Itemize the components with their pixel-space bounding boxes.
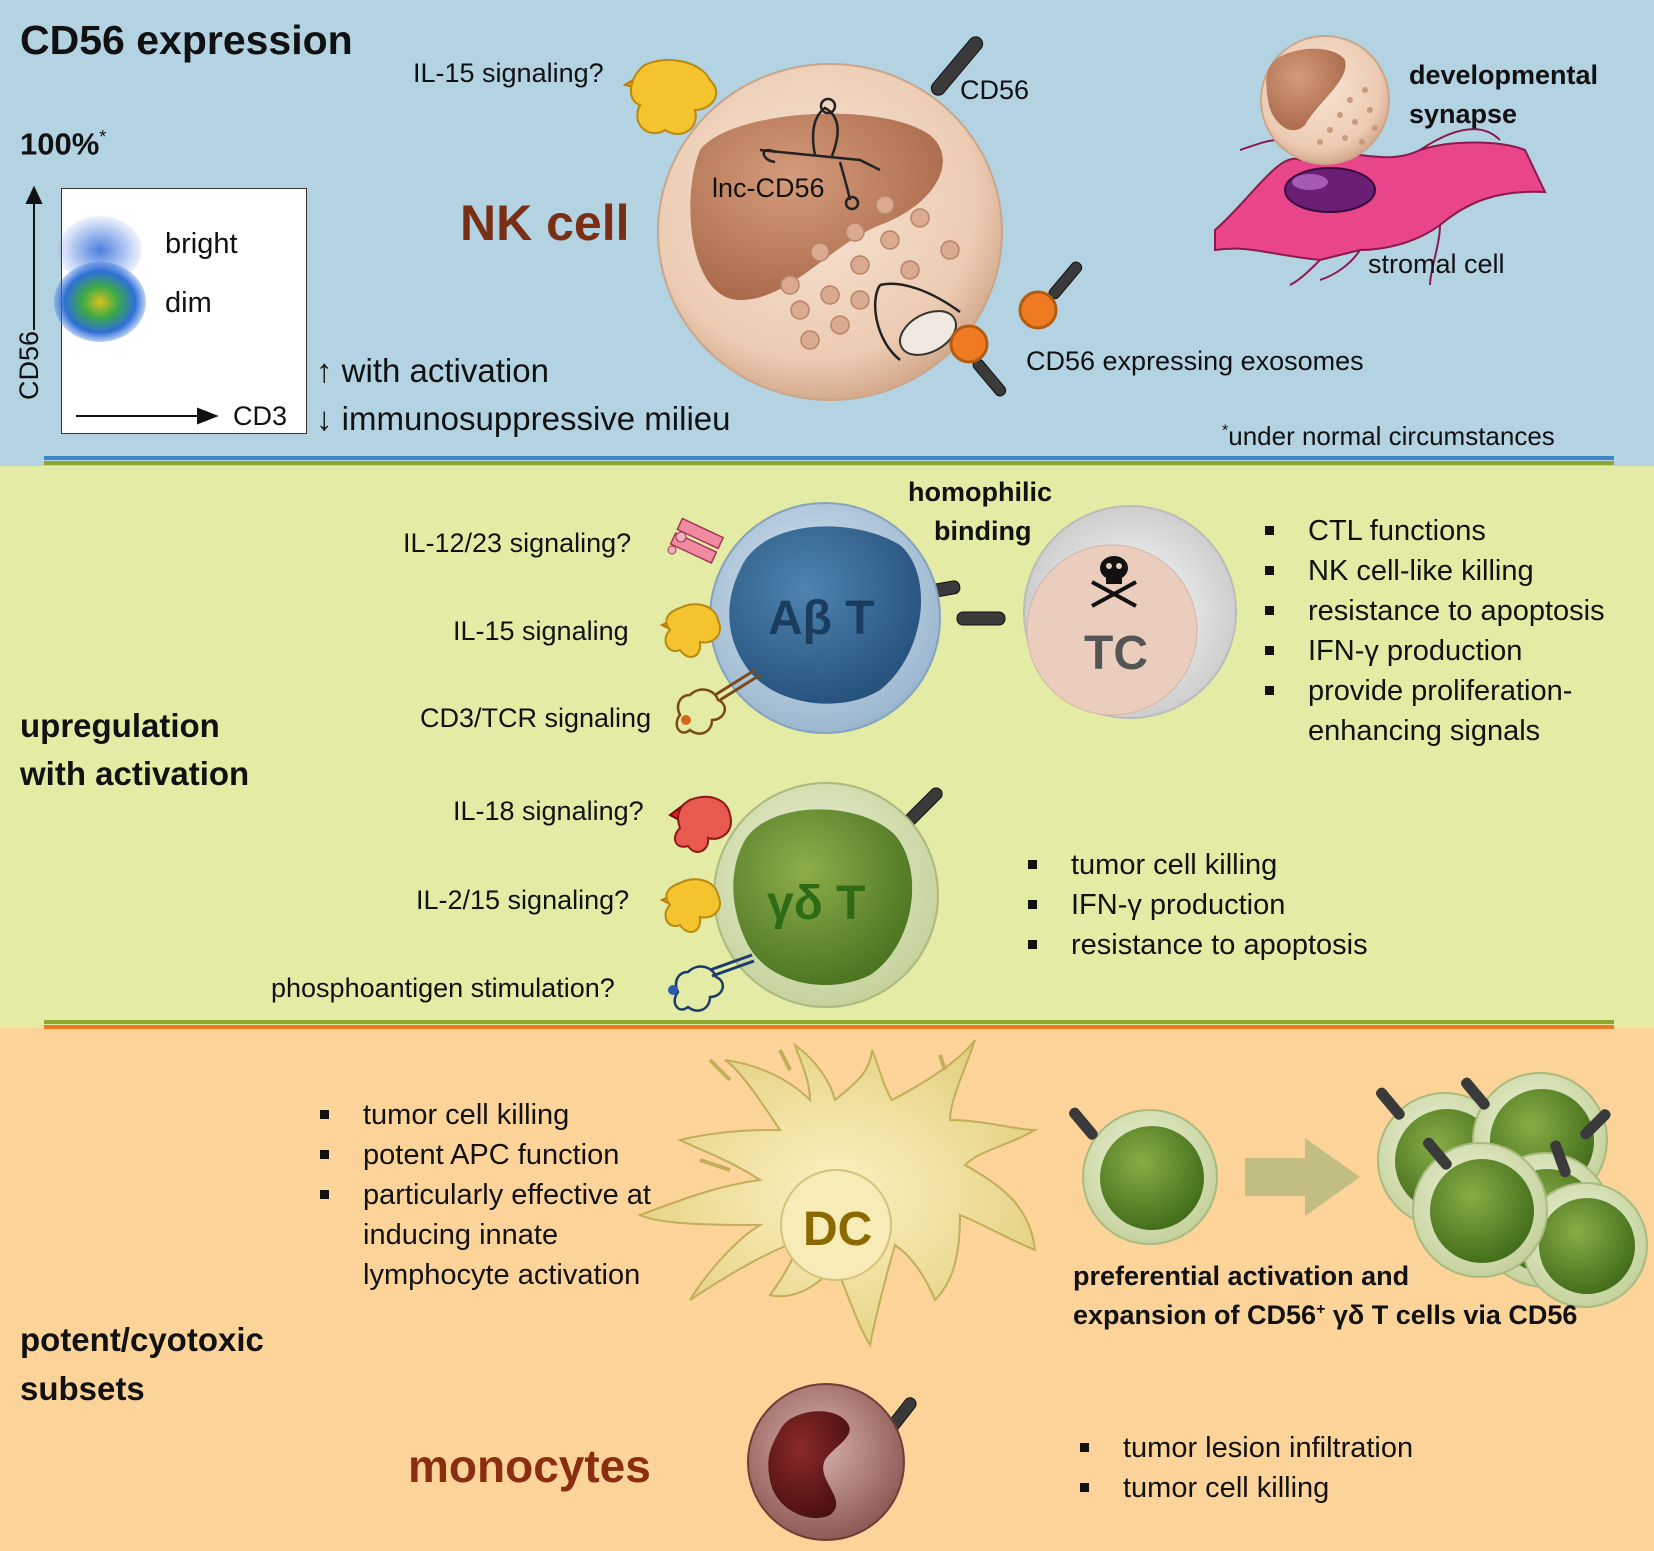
mono-function-item: tumor lesion infiltration [1075,1428,1413,1468]
stromal-cell-label: stromal cell [1368,249,1505,279]
section-label-upregulation-1: upregulation [20,707,220,744]
expansion-arrow [1245,1138,1360,1216]
ab-function-item: resistance to apoptosis [1260,591,1605,631]
separator-orange [44,1025,1614,1029]
expansion-label-2: expansion of CD56+ γδ T cells via CD56 [1073,1302,1577,1329]
il18-label: IL-18 signaling? [453,796,644,826]
exosomes-label: CD56 expressing exosomes [1026,346,1364,376]
il215-label: IL-2/15 signaling? [416,885,630,915]
footnote-mark: * [1222,422,1229,440]
synapse-nk-cell [1260,35,1390,165]
homophilic-label-2: binding [934,516,1032,546]
dc-label: DC [803,1203,873,1256]
expansion-label-2a: expansion of CD56 [1073,1300,1317,1330]
ab-t-functions: CTL functions NK cell-like killing resis… [1260,511,1605,751]
phosphoantigen-label: phosphoantigen stimulation? [271,973,615,1003]
cd56-label: CD56 [960,75,1030,105]
percent-footnote-mark: * [99,127,107,147]
percent-label: 100%* [20,128,106,159]
tumor-cell [1023,505,1237,719]
il15-question-label: IL-15 signaling? [413,58,604,88]
separator-green [44,461,1614,465]
gd-t-cell-label: γδ T [767,877,866,930]
homophilic-label-1: homophilic [908,477,1052,507]
synapse-label-line2: synapse [1409,99,1518,129]
flow-x-axis-label: CD3 [233,401,288,431]
gd-t-cell [659,782,939,1012]
il1223-label: IL-12/23 signaling? [403,528,632,558]
flow-y-axis-label: CD56 [14,330,44,400]
with-activation-label: ↑ with activation [316,352,549,389]
expanded-gd-cells [1376,1072,1648,1308]
gd-t-functions: tumor cell killing IFN-γ production resi… [1023,845,1368,965]
section-label-potent-2: subsets [20,1370,145,1407]
gd-function-item: IFN-γ production [1023,885,1368,925]
ab-function-item: IFN-γ production [1260,631,1605,671]
single-gd-cell [1069,1107,1218,1245]
ab-t-cell [659,502,941,735]
nk-cell [657,63,1003,401]
flow-scatter [54,216,146,342]
dendritic-cell [637,1039,1039,1348]
ab-function-item: provide proliferation- enhancing signals [1260,671,1605,751]
gd-function-item: resistance to apoptosis [1023,925,1368,965]
cd3tcr-label: CD3/TCR signaling [420,703,652,733]
flow-bright-label: bright [165,228,238,260]
dc-function-item: tumor cell killing [315,1095,651,1135]
gd-function-item: tumor cell killing [1023,845,1368,885]
flow-axes [25,185,219,425]
ab-function-item: CTL functions [1260,511,1605,551]
stromal-cell [1214,128,1547,286]
il15-receptor-top [622,58,718,135]
tumor-cell-label: TC [1084,627,1148,680]
percent-value: 100% [20,126,100,162]
immunosuppressive-label: ↓ immunosuppressive milieu [316,400,731,437]
monocyte-functions: tumor lesion infiltration tumor cell kil… [1075,1428,1413,1508]
exosomes [949,290,1058,364]
mono-function-item: tumor cell killing [1075,1468,1413,1508]
expansion-label-2b: γδ T cells via CD56 [1325,1300,1578,1330]
dc-function-item: particularly effective at inducing innat… [315,1175,651,1295]
lnc-cd56-label: lnc-CD56 [712,173,825,203]
page-title: CD56 expression [20,17,353,63]
il15-label: IL-15 signaling [453,616,629,646]
dc-function-item: potent APC function [315,1135,651,1175]
footnote: *under normal circumstances [1222,423,1555,449]
section-label-upregulation-2: with activation [20,755,250,792]
monocyte-cell [747,1383,905,1541]
flow-dim-label: dim [165,287,212,319]
separator-blue [44,456,1614,460]
monocytes-label: monocytes [408,1440,651,1492]
synapse-label-line1: developmental [1409,60,1599,90]
ab-function-item: NK cell-like killing [1260,551,1605,591]
nk-cell-label: NK cell [460,195,630,251]
ab-t-cell-label: Aβ T [768,592,875,645]
footnote-text: under normal circumstances [1228,421,1555,451]
skull-icon [1091,556,1137,608]
section-label-potent-1: potent/cyotoxic [20,1321,264,1358]
expansion-label-1: preferential activation and [1073,1261,1410,1291]
separator-green-2 [44,1020,1614,1024]
expansion-sup: + [1316,1301,1326,1318]
dc-functions: tumor cell killing potent APC function p… [315,1095,651,1295]
